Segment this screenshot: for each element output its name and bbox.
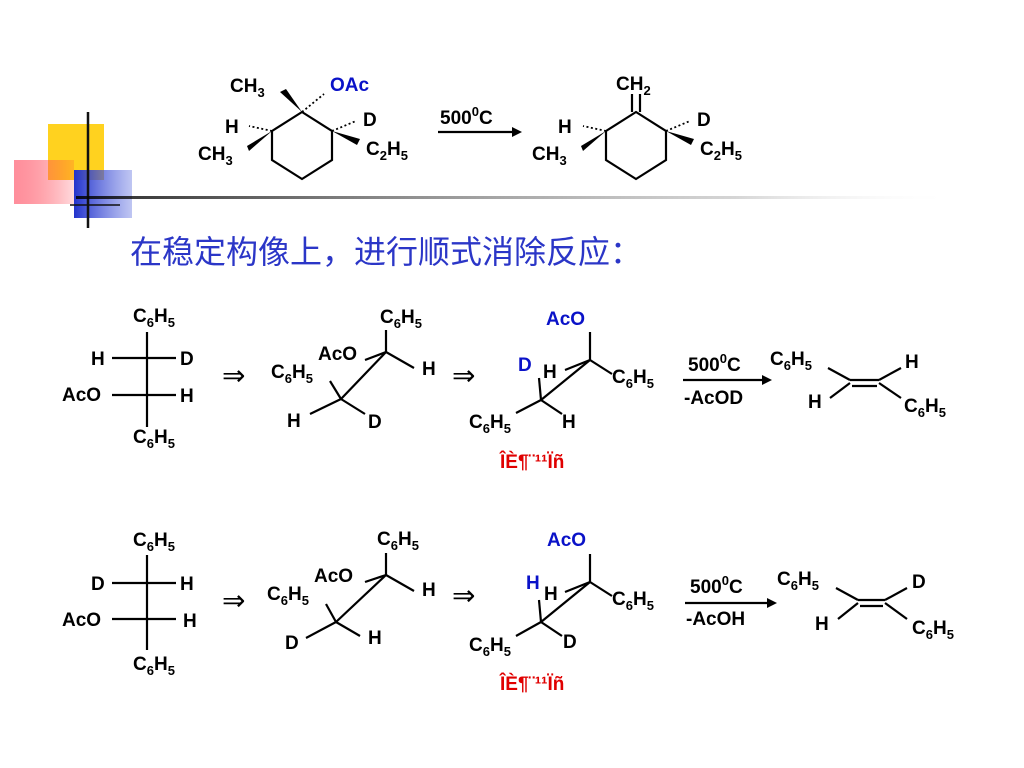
row1-arrow-1: ⇒ (222, 359, 245, 392)
row1-conditions: 5000C -AcOD (683, 351, 772, 409)
row2-fischer-right2: H (183, 611, 197, 632)
row2-syn-conformer: AcO H H C6H5 C6H5 D ÎÈ¶¨¹¹Ïñ (469, 530, 654, 695)
row1-fischer-bottom: C6H5 (133, 427, 175, 451)
row2-fischer-left1: D (91, 574, 105, 595)
row2-alkene-tl: C6H5 (777, 569, 819, 593)
row2-sawhorse-bl: D (285, 633, 299, 654)
row2-alkene: C6H5 D H C6H5 (777, 569, 954, 642)
svg-text:5000C: 5000C (688, 351, 741, 376)
row2-conditions: 5000C -AcOH (685, 573, 777, 630)
row1-mojibake-label: ÎÈ¶¨¹¹Ïñ (499, 451, 564, 473)
row1-syn-bl: C6H5 (469, 412, 511, 436)
row1-fischer: C6H5 H D AcO H C6H5 (62, 306, 194, 451)
top-conditions: 5000C (438, 104, 522, 137)
row1-syn-d: D (518, 355, 532, 376)
reactant-ch3-top: CH3 (230, 76, 265, 100)
reactant-d: D (363, 110, 377, 131)
row2-arrow-1: ⇒ (222, 584, 245, 617)
row1-sawhorse-br: D (368, 412, 382, 433)
svg-text:-AcOD: -AcOD (684, 388, 743, 409)
row2-syn-h-blue: H (526, 573, 540, 594)
row2-sawhorse: C6H5 AcO C6H5 H D H (267, 529, 436, 654)
row2-alkene-tr: D (912, 572, 926, 593)
row1-syn-aco: AcO (546, 309, 585, 330)
row2-sawhorse-br: H (368, 628, 382, 649)
row1-fischer-left1: H (91, 349, 105, 370)
row1-arrow-2: ⇒ (452, 359, 475, 392)
product-h-left: H (558, 117, 572, 138)
row1-fischer-right2: H (180, 386, 194, 407)
row2-fischer-bottom: C6H5 (133, 654, 175, 678)
row1-syn-h-front: H (543, 362, 557, 383)
row2-sawhorse-top: C6H5 (377, 529, 419, 553)
row2-arrow-2: ⇒ (452, 579, 475, 612)
product-ch3-left: CH3 (532, 144, 567, 168)
top-reactant-structure: CH3 OAc H CH3 D C2H5 (198, 75, 408, 181)
row2-syn-bl: C6H5 (469, 635, 511, 659)
row1-syn-right: C6H5 (612, 367, 654, 391)
row1-sawhorse-bl: H (287, 411, 301, 432)
row1-fischer-top: C6H5 (133, 306, 175, 330)
reactant-ch3-left: CH3 (198, 144, 233, 168)
reactant-oac: OAc (330, 75, 370, 96)
row2-alkene-bl: H (815, 614, 829, 635)
row1-sawhorse-left: C6H5 (271, 362, 313, 386)
svg-text:-AcOH: -AcOH (686, 609, 745, 630)
row1-sawhorse-right: H (422, 359, 436, 380)
row2-alkene-br: C6H5 (912, 618, 954, 642)
row2-syn-h-front: H (544, 584, 558, 605)
product-d: D (697, 110, 711, 131)
slide-heading: 在稳定构像上，进行顺式消除反应： (130, 233, 642, 271)
row2-syn-br: D (563, 632, 577, 653)
product-ch2: CH2 (616, 74, 651, 98)
row1-fischer-left2: AcO (62, 385, 101, 406)
row1-alkene: C6H5 H H C6H5 (770, 349, 946, 420)
row2-syn-right: C6H5 (612, 589, 654, 613)
row2-sawhorse-right: H (422, 580, 436, 601)
svg-text:5000C: 5000C (440, 104, 493, 129)
row1-sawhorse-top: C6H5 (380, 307, 422, 331)
row1-alkene-bl: H (808, 392, 822, 413)
product-c2h5: C2H5 (700, 139, 742, 163)
row1-syn-br: H (562, 412, 576, 433)
row2-fischer: C6H5 D H AcO H C6H5 (62, 530, 197, 678)
row1-syn-conformer: AcO D H C6H5 C6H5 H ÎÈ¶¨¹¹Ïñ (469, 309, 654, 473)
row1-fischer-right1: D (180, 349, 194, 370)
top-product-structure: CH2 H CH3 D C2H5 (532, 74, 742, 181)
row2-fischer-top: C6H5 (133, 530, 175, 554)
row1-sawhorse: C6H5 AcO C6H5 H H D (271, 307, 436, 433)
reactant-h-left: H (225, 117, 239, 138)
row1-alkene-br: C6H5 (904, 396, 946, 420)
row2-fischer-right1: H (180, 574, 194, 595)
row2-fischer-left2: AcO (62, 610, 101, 631)
row2-mojibake-label: ÎÈ¶¨¹¹Ïñ (499, 673, 564, 695)
svg-text:5000C: 5000C (690, 573, 743, 598)
reactant-c2h5: C2H5 (366, 139, 408, 163)
row1-alkene-tl: C6H5 (770, 349, 812, 373)
row2-syn-aco: AcO (547, 530, 586, 551)
row1-sawhorse-aco: AcO (318, 344, 357, 365)
row2-sawhorse-left: C6H5 (267, 584, 309, 608)
row1-alkene-tr: H (905, 352, 919, 373)
row2-sawhorse-aco: AcO (314, 566, 353, 587)
slide-ornament (14, 112, 956, 228)
